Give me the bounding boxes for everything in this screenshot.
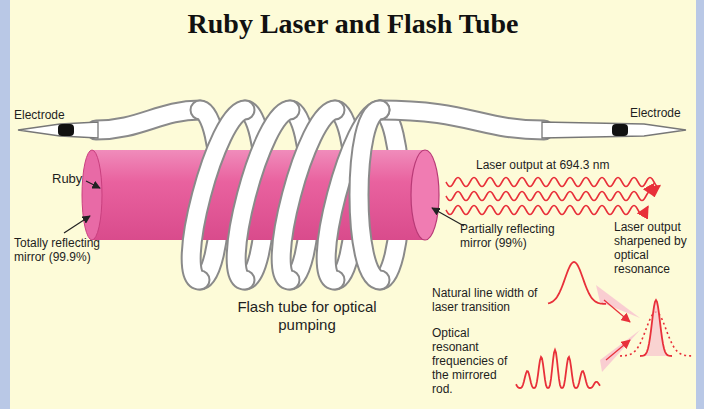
leader-lines xyxy=(64,181,464,233)
part-label: Flash tube for optical pumping xyxy=(232,298,382,334)
part-label: Optical resonant frequencies of the mirr… xyxy=(432,326,516,396)
part-label: Ruby xyxy=(52,172,92,186)
part-label: Laser output at 694.3 nm xyxy=(476,158,636,172)
background xyxy=(10,0,696,409)
part-label: Partially reflecting mirror (99%) xyxy=(460,222,582,250)
laser-output-waves xyxy=(446,177,660,214)
flash-tube-front xyxy=(191,110,380,280)
part-label: Natural line width of laser transition xyxy=(432,286,548,314)
title: Ruby Laser and Flash Tube xyxy=(10,8,696,40)
part-label: Electrode xyxy=(630,106,700,120)
part-label: Electrode xyxy=(14,108,94,122)
spectrum-figure xyxy=(516,262,692,388)
part-label: Totally reflecting mirror (99.9%) xyxy=(14,236,126,264)
part-label: Laser output sharpened by optical resona… xyxy=(614,220,700,276)
electrodes xyxy=(18,122,686,138)
